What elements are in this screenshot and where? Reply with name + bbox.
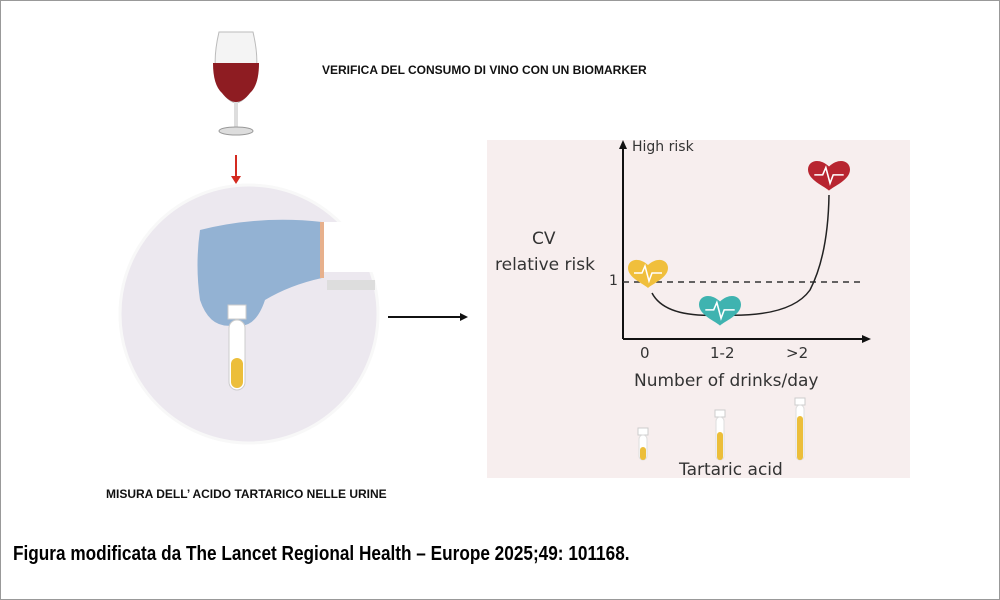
y-axis-label-line2: relative risk	[495, 255, 595, 275]
chart-axes	[619, 140, 871, 343]
tartaric-acid-tube-icon	[714, 409, 726, 461]
down-arrow-icon	[231, 155, 241, 184]
reference-label: 1	[609, 273, 618, 289]
tube-caption: Tartaric acid	[679, 460, 783, 480]
heart-low-risk-icon	[628, 259, 668, 288]
y-top-label: High risk	[632, 139, 694, 155]
citation: Figura modificata da The Lancet Regional…	[13, 543, 630, 565]
y-axis-label-line1: CV	[532, 229, 556, 249]
tartaric-acid-tube-icon	[637, 427, 649, 461]
heart-lowest-risk-icon	[699, 296, 741, 326]
x-tick-label: >2	[786, 344, 809, 362]
urine-sample-illustration	[118, 183, 380, 445]
wine-glass-icon	[213, 31, 259, 136]
tartaric-acid-tube-icon	[794, 397, 806, 461]
x-tick-label: 1-2	[710, 344, 735, 362]
heart-high-risk-icon	[808, 161, 850, 191]
chart-panel	[487, 140, 910, 478]
figure-title: VERIFICA DEL CONSUMO DI VINO CON UN BIOM…	[322, 63, 647, 77]
risk-curve	[651, 194, 830, 317]
right-arrow-icon	[388, 313, 468, 321]
left-caption: MISURA DELL’ ACIDO TARTARICO NELLE URINE	[106, 487, 387, 501]
x-axis-label: Number of drinks/day	[634, 371, 819, 391]
x-tick-label: 0	[640, 344, 650, 362]
